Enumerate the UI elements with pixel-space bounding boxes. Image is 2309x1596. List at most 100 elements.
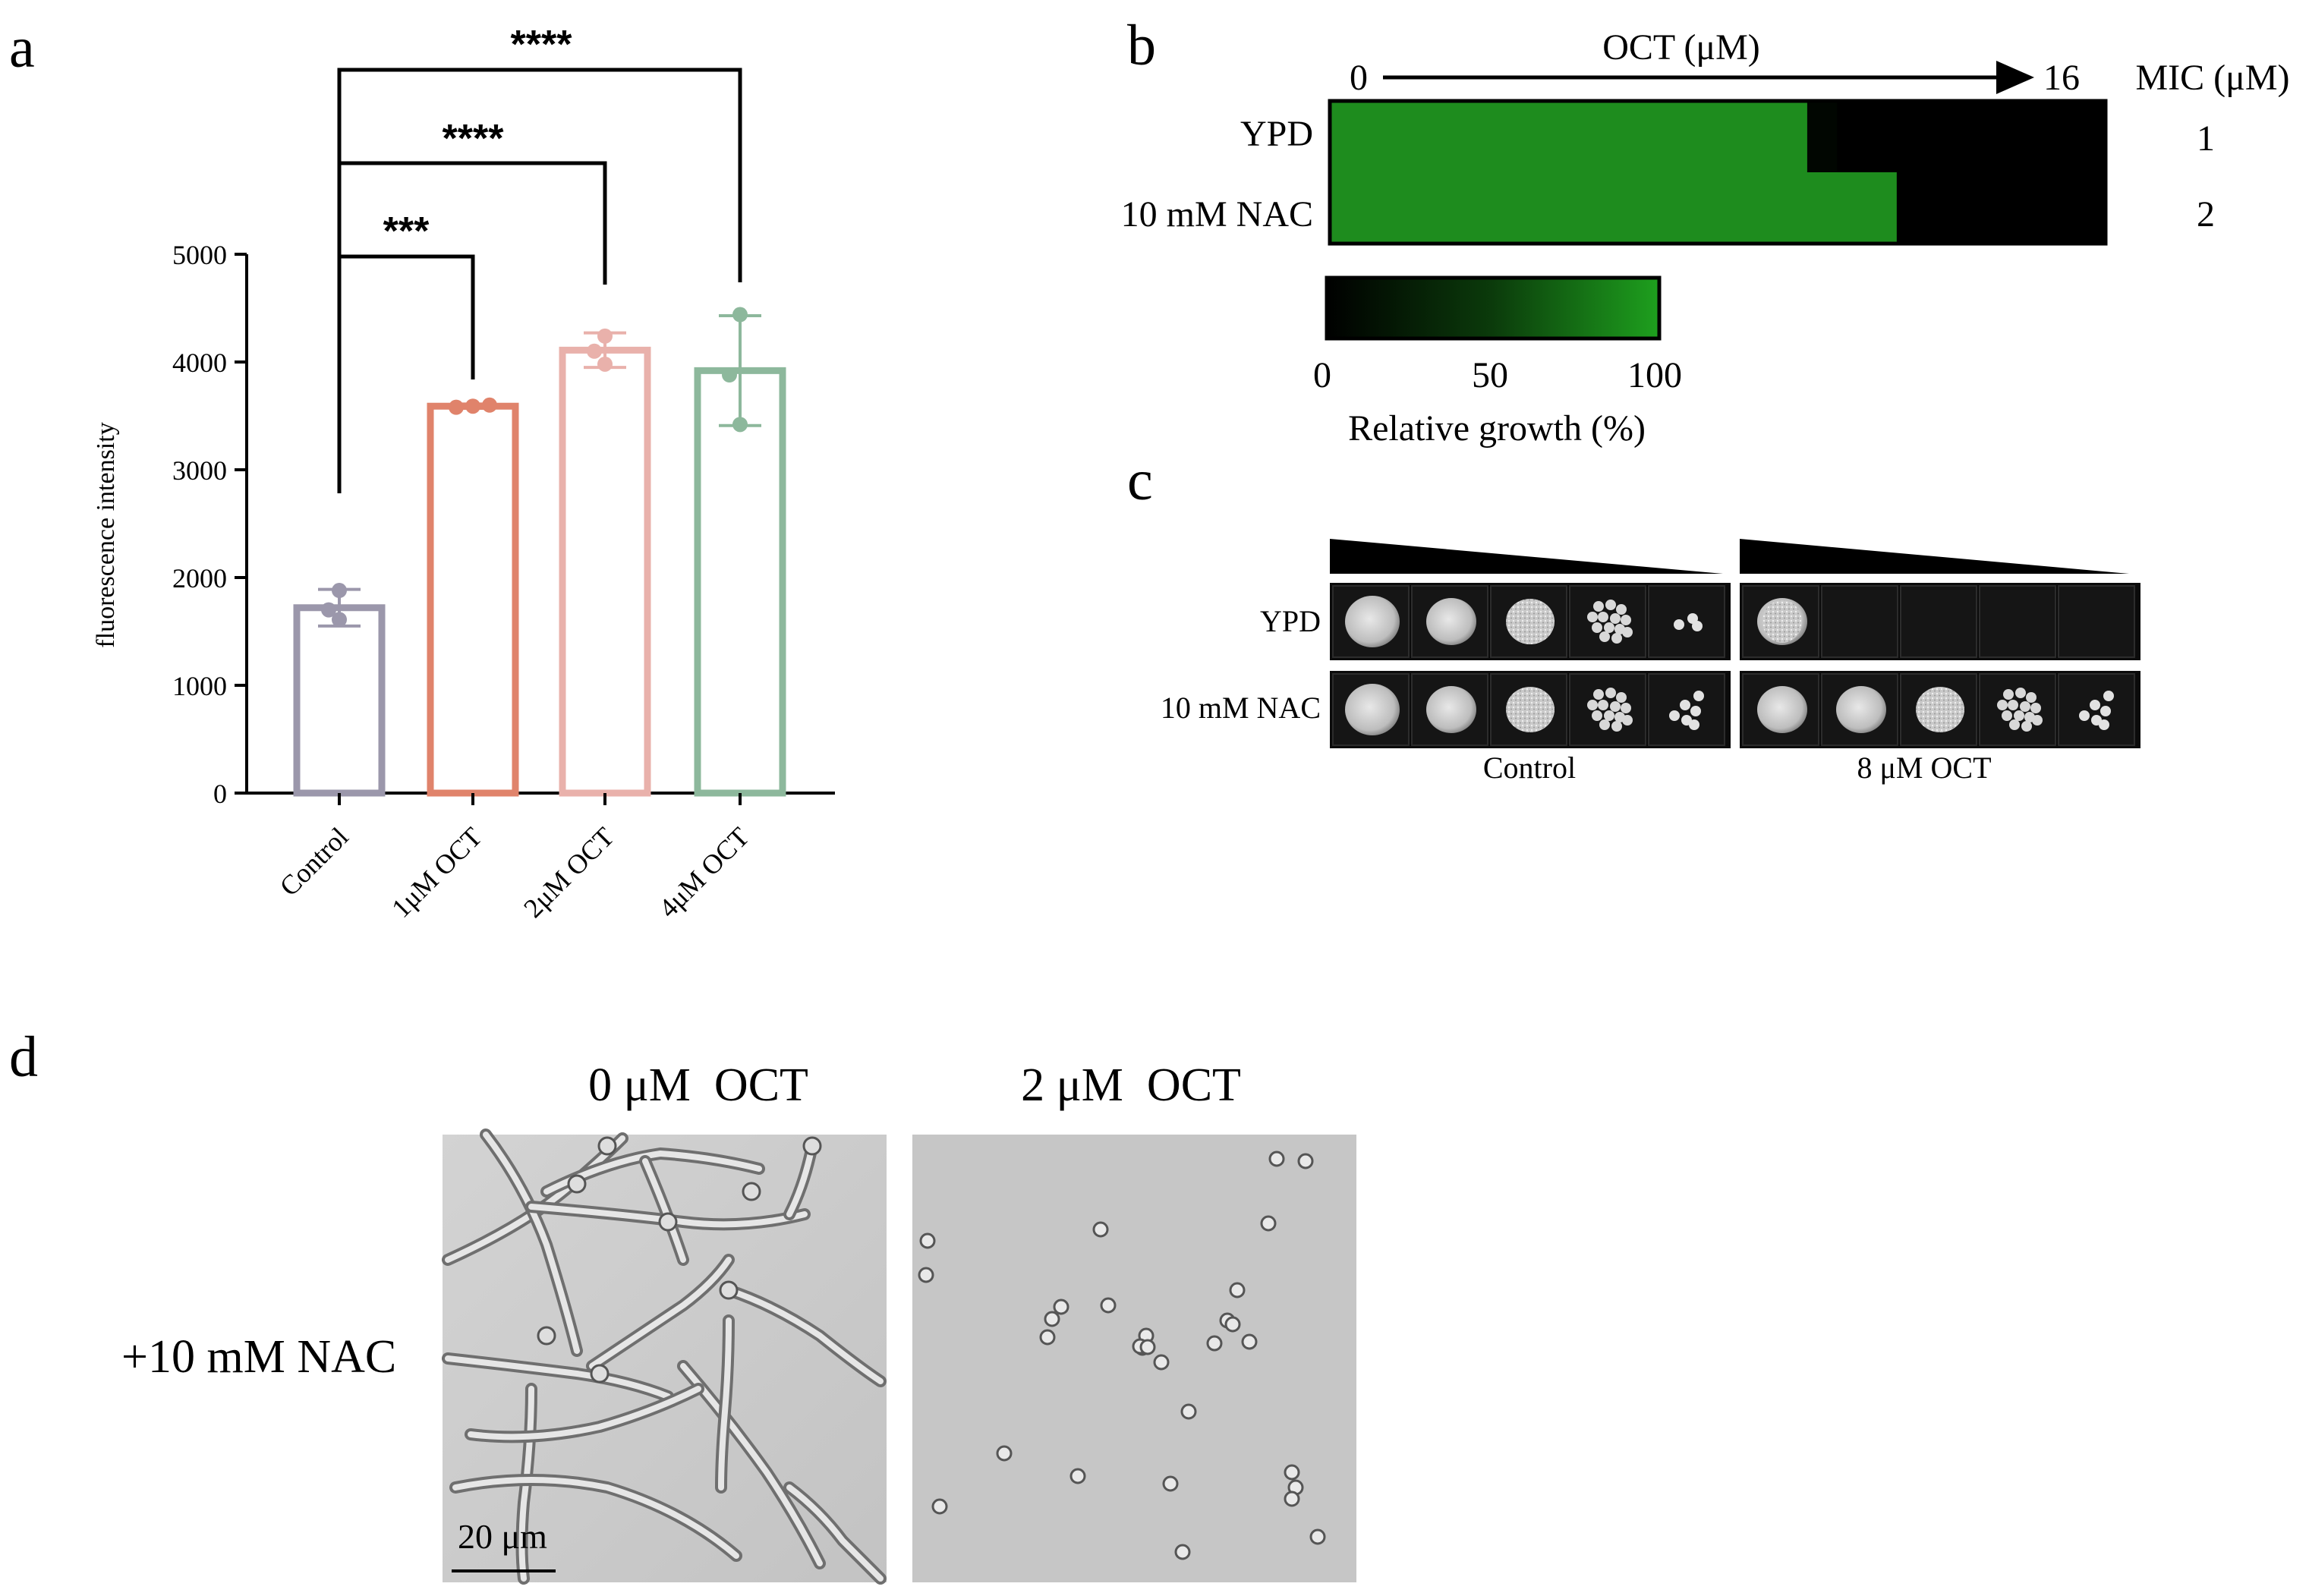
heatmap-cell [1718,172,1748,244]
bar [427,402,519,797]
yeast-spot [1757,686,1807,733]
yeast-cell [1229,1282,1246,1299]
yeast-cell [1268,1151,1285,1167]
colony [2015,688,2026,698]
oct-axis-title: OCT (μM) [1602,27,1760,68]
y-axis-label: fluorescence intensity [92,422,120,647]
data-point [482,397,497,413]
yeast-cell [1162,1475,1179,1492]
heatmap-cell [1330,172,1360,244]
data-point [732,307,748,323]
data-point [587,343,602,359]
mic-value-nac: 2 [2197,194,2215,235]
heatmap-border [1328,99,2108,246]
heatmap-cell [2046,101,2077,172]
hypha-core [589,1257,732,1369]
heatmap-cell [1658,101,1689,172]
hypha-core [468,1386,701,1440]
yeast-cell [1206,1335,1223,1352]
bar [694,367,786,797]
yeast-cell [1053,1299,1069,1315]
colorbar-label: Relative growth (%) [1348,408,1646,449]
heatmap-cell [1598,172,1629,244]
colony [2021,721,2032,732]
hypha-node [567,1174,587,1194]
colony [1604,622,1614,633]
data-point [449,399,464,415]
colorbar [1325,275,1662,341]
spot-cell [1569,585,1646,658]
yeast-spot [1836,686,1886,733]
hypha-node [590,1364,610,1384]
colony [1587,612,1598,622]
heatmap-cell [1539,172,1570,244]
colony [1592,710,1602,721]
panel-c-letter: c [1127,449,1153,512]
dilution-wedge-oct [1740,539,2129,574]
heatmap-row-label-ypd: YPD [1240,114,1313,154]
yeast-cell [1241,1333,1258,1350]
bar [559,346,651,797]
significance-bracket [337,254,475,493]
spot-row-label-ypd: YPD [1260,604,1321,638]
heatmap-cell [1449,172,1480,244]
heatmap-cell [1896,172,1927,244]
micrograph-hyphae: 20 μm [442,1129,887,1585]
colony [2026,692,2037,703]
significance-1: *** [383,209,430,253]
hypha-core [786,1484,884,1582]
spot-group-oct: 8 μM OCT [1857,751,1991,785]
heatmap-cell [1956,172,1987,244]
x-tick-label: Control [274,821,354,902]
colony [1604,710,1614,721]
colony [1610,613,1621,624]
colony [2003,689,2014,700]
yeast-spot [1426,686,1476,733]
colony [1621,615,1631,625]
heatmap-cell [1359,101,1391,172]
scale-bar-label: 20 μm [458,1517,547,1556]
yeast-cell [931,1498,948,1515]
heatmap-cell [1687,101,1718,172]
colony [1693,691,1704,701]
colony [2090,700,2100,710]
mic-value-ypd: 1 [2197,118,2215,159]
x-tick-label: 1μM OCT [386,821,488,924]
hypha-core [726,1287,884,1384]
oct-axis-start: 0 [1350,58,1368,98]
spot-cell [1979,585,2056,658]
spot-cell [1979,673,2056,746]
colony [1616,604,1627,615]
yeast-cell [1092,1221,1109,1238]
yeast-cell [1100,1297,1117,1314]
colony [1611,633,1622,644]
colony [1997,700,2008,710]
panel-b: b OCT (μM) 0 16 MIC (μM) YPD 10 mM NAC 1… [1121,14,2290,449]
panel-a-letter: a [9,16,35,80]
yeast-cell [1153,1354,1170,1371]
yeast-cell [1044,1311,1060,1327]
data-point [597,328,613,344]
hypha-node [658,1212,678,1232]
spot-cell [1569,673,1646,746]
hypha-core [528,1204,808,1228]
heatmap-cell [1896,101,1927,172]
x-tick-label: 2μM OCT [518,821,620,924]
significance-2: **** [443,117,505,161]
growth-heatmap [1330,101,2106,244]
heatmap-cell [1807,101,1838,172]
colony [1605,688,1616,698]
heatmap-cell [1777,101,1808,172]
spot-row-label-nac: 10 mM NAC [1161,691,1321,725]
colony [2009,719,2020,730]
hypha-core [518,1386,534,1582]
data-point [321,602,336,618]
colony [2032,715,2043,726]
hypha-node [597,1136,617,1156]
colony [1610,701,1621,712]
colony [2103,691,2114,701]
spot-cell [2058,585,2135,658]
data-point [732,417,748,433]
significance-3: **** [511,23,573,67]
